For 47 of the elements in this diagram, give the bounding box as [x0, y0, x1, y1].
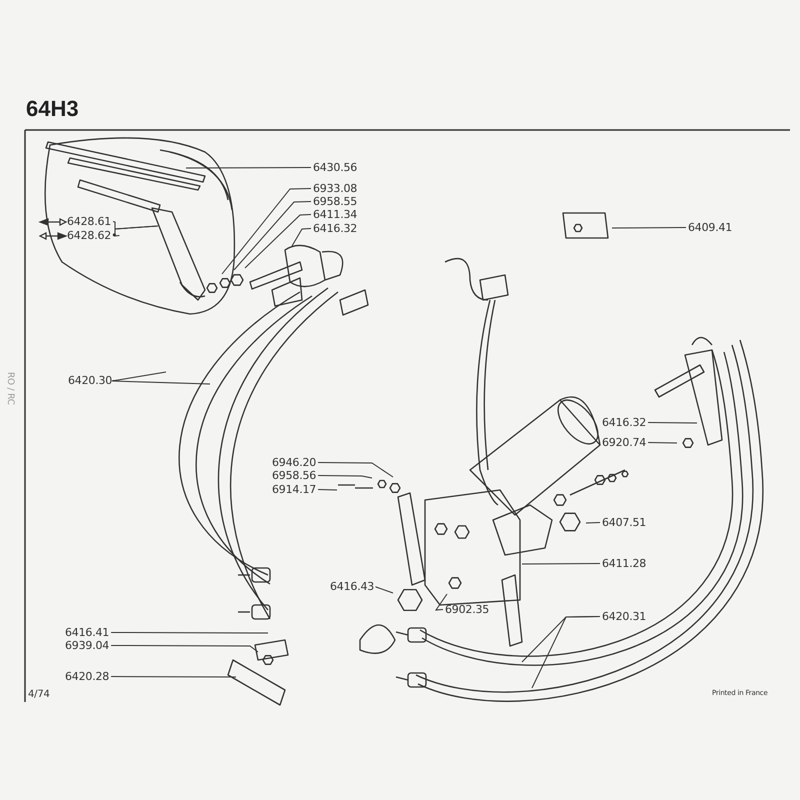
part-number: 6939.04	[65, 639, 110, 652]
part-number: 6902.35	[445, 603, 490, 616]
part-number: 6946.20	[272, 456, 316, 469]
leader-line	[244, 214, 312, 268]
margin-note: RO / RC	[4, 372, 16, 405]
part-number: 6411.34	[313, 208, 358, 221]
part-number: 6407.51	[602, 516, 646, 529]
leader-line	[110, 632, 268, 634]
part-number: 6920.74	[602, 436, 646, 449]
leader-line	[186, 167, 312, 168]
part-number: 6416.43	[330, 580, 374, 593]
part-number: 6420.31	[602, 610, 646, 623]
leader-line	[532, 616, 600, 688]
page-number: 4/74	[28, 688, 50, 701]
leader-line	[586, 522, 600, 524]
page-title: 64H3	[26, 96, 79, 122]
part-number: 6958.56	[272, 469, 316, 482]
part-number: 6428.61	[67, 215, 112, 228]
part-number: 6411.28	[602, 557, 646, 570]
leader-line	[114, 226, 158, 237]
part-number: 6914.17	[272, 483, 316, 496]
part-number: 6416.41	[65, 626, 110, 639]
part-number: 6933.08	[313, 182, 358, 195]
leader-line	[375, 586, 394, 594]
leader-line	[648, 422, 698, 424]
part-number: 6430.56	[313, 161, 358, 174]
leader-line	[522, 563, 600, 564]
leader-line	[112, 372, 166, 382]
part-number: 6428.62•	[67, 229, 118, 242]
leader-line	[318, 462, 394, 478]
leader-line	[612, 227, 686, 228]
leader-line	[318, 489, 338, 490]
leader-line	[318, 475, 372, 478]
part-number: 6420.30	[68, 374, 112, 387]
leader-line	[222, 188, 312, 274]
leader-line	[234, 201, 312, 270]
part-number: 6416.32	[602, 416, 646, 429]
part-number: 6416.32	[313, 222, 358, 235]
leader-line	[435, 594, 448, 611]
leader-line	[292, 228, 312, 246]
part-number: 6409.41	[688, 221, 732, 234]
part-number: 6958.55	[313, 195, 358, 208]
part-number: 6420.28	[65, 670, 110, 683]
leader-line	[112, 380, 210, 384]
leader-line	[110, 645, 258, 652]
leader-line	[648, 442, 678, 444]
leader-line	[110, 676, 236, 678]
